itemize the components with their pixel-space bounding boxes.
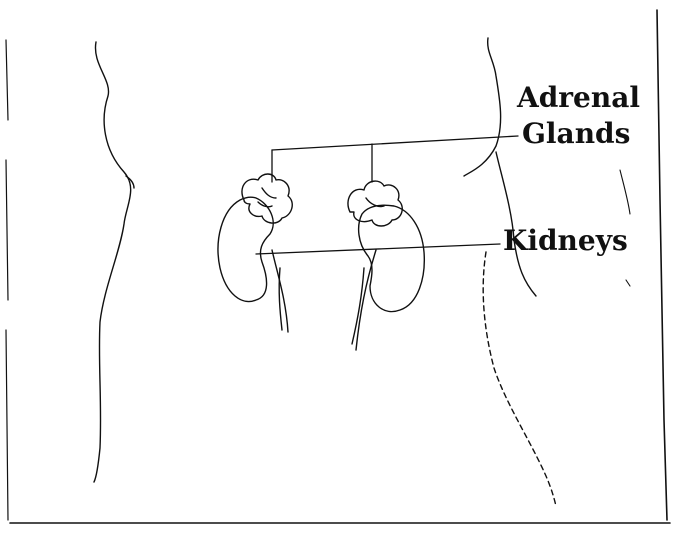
adrenal-gland-right	[348, 181, 402, 226]
body-outline-left	[94, 42, 131, 482]
body-outline-right	[464, 38, 501, 176]
label-glands: Glands	[522, 120, 630, 148]
ureter-left	[279, 268, 282, 330]
label-adrenal: Adrenal	[517, 84, 640, 112]
frame-right-edge	[657, 10, 667, 520]
body-outline-right-dashed	[483, 252, 556, 506]
leader-line-adrenal	[272, 136, 518, 150]
leader-line-kidneys	[256, 244, 500, 254]
stray-mark-right	[620, 170, 630, 214]
adrenal-gland-left	[242, 174, 292, 223]
adrenal-gland-left-detail	[258, 188, 276, 207]
label-kidneys: Kidneys	[503, 227, 628, 255]
stray-mark-lower	[626, 280, 630, 286]
frame-left-edge	[6, 40, 8, 520]
kidney-left	[218, 197, 273, 301]
